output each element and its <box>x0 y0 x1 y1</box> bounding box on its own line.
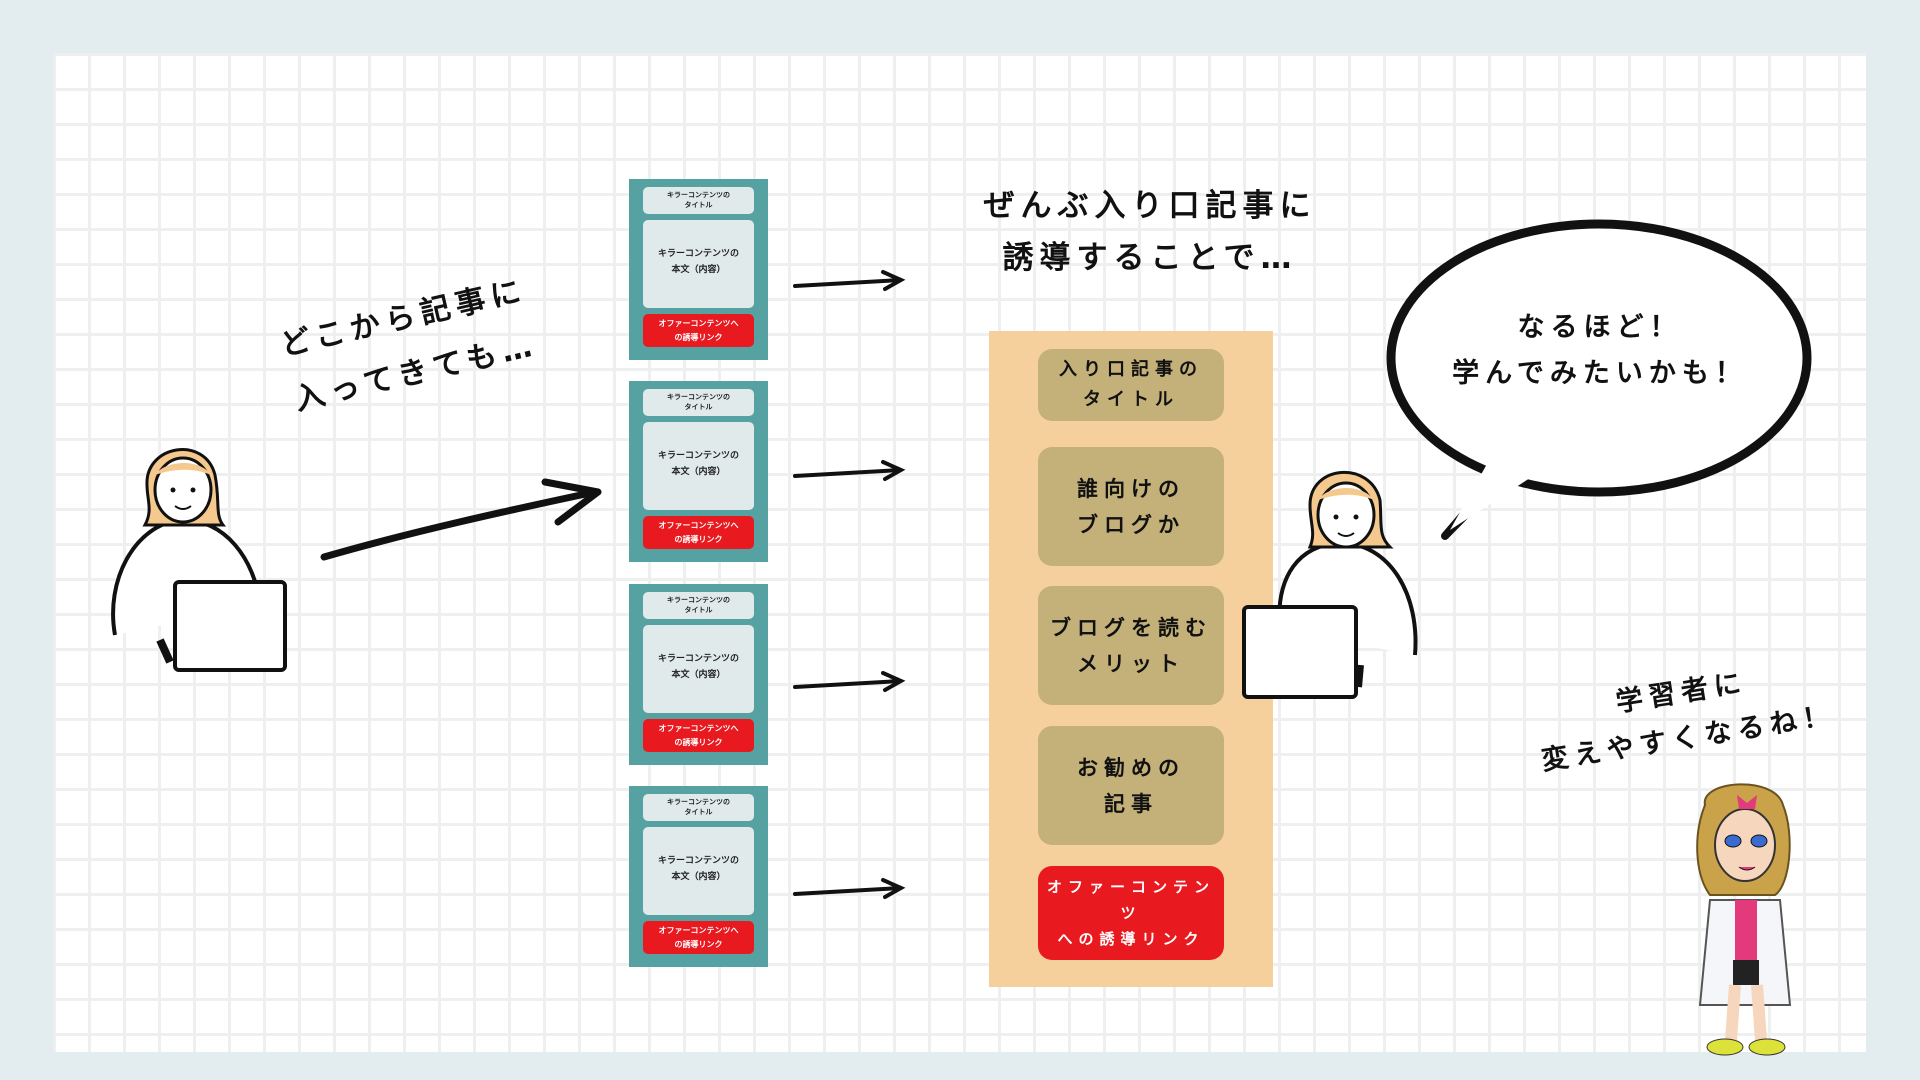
small-arrows <box>793 270 906 899</box>
arrow-icon <box>793 270 906 291</box>
grid-canvas <box>53 53 1866 1052</box>
card-title-line: タイトル <box>684 808 713 816</box>
speech-line2: 学んでみたいかも！ <box>1452 358 1748 389</box>
card-link-line: オファーコンテンツへ <box>658 319 739 328</box>
card-title: キラーコンテンツのタイトル <box>643 187 754 214</box>
card-offer-link: オファーコンテンツへの誘導リンク <box>643 516 754 549</box>
card-body-line: 本文（内容） <box>671 872 726 882</box>
card-title-line: キラーコンテンツの <box>667 798 730 806</box>
card-body-line: キラーコンテンツの <box>657 451 739 461</box>
block-line: タイトル <box>1083 389 1179 410</box>
arrow-icon <box>793 460 906 481</box>
block-line: ブログか <box>1077 512 1185 537</box>
card-body: キラーコンテンツの本文（内容） <box>643 827 754 915</box>
speech-bubble-text: なるほど！ 学んでみたいかも！ <box>1420 305 1780 397</box>
card-body-line: 本文（内容） <box>671 467 726 477</box>
person-with-laptop-right-illustration <box>1242 471 1418 699</box>
card-title-line: キラーコンテンツの <box>667 191 730 199</box>
card-link-line: の誘導リンク <box>674 738 723 747</box>
arrow-icon <box>793 671 906 692</box>
block-line: 入り口記事の <box>1059 359 1203 380</box>
card-link-line: オファーコンテンツへ <box>658 521 739 530</box>
block-line: メリット <box>1077 651 1185 676</box>
card-title: キラーコンテンツのタイトル <box>643 794 754 821</box>
entry-title-block: 入り口記事のタイトル <box>1038 349 1224 421</box>
card-title-line: タイトル <box>684 201 713 209</box>
center-caption-line1: ぜんぶ入り口記事に <box>983 188 1317 224</box>
card-title-line: キラーコンテンツの <box>667 596 730 604</box>
card-body-line: 本文（内容） <box>671 670 726 680</box>
killer-content-card: キラーコンテンツのタイトル キラーコンテンツの本文（内容） オファーコンテンツへ… <box>629 786 768 967</box>
recommended-articles-block: お勧めの記事 <box>1038 726 1224 845</box>
card-title: キラーコンテンツのタイトル <box>643 592 754 619</box>
block-line: への誘導リンク <box>1057 930 1205 948</box>
card-link-line: オファーコンテンツへ <box>658 926 739 935</box>
arrow-icon <box>793 878 906 899</box>
entry-article-panel: 入り口記事のタイトル 誰向けのブログか ブログを読むメリット お勧めの記事 オフ… <box>989 331 1273 987</box>
card-title-line: タイトル <box>684 606 713 614</box>
card-body-line: キラーコンテンツの <box>657 249 739 259</box>
card-offer-link: オファーコンテンツへの誘導リンク <box>643 719 754 752</box>
card-link-line: オファーコンテンツへ <box>658 724 739 733</box>
block-line: お勧めの <box>1077 755 1185 780</box>
benefits-block: ブログを読むメリット <box>1038 586 1224 705</box>
center-caption: ぜんぶ入り口記事に 誘導することで… <box>950 180 1350 284</box>
card-body-line: 本文（内容） <box>671 265 726 275</box>
center-caption-line2: 誘導することで… <box>1002 240 1298 276</box>
block-line: オファーコンテンツ <box>1046 878 1215 922</box>
card-offer-link: オファーコンテンツへの誘導リンク <box>643 921 754 954</box>
card-body: キラーコンテンツの本文（内容） <box>643 422 754 510</box>
card-body: キラーコンテンツの本文（内容） <box>643 625 754 713</box>
target-audience-block: 誰向けのブログか <box>1038 447 1224 566</box>
killer-content-card: キラーコンテンツのタイトル キラーコンテンツの本文（内容） オファーコンテンツへ… <box>629 584 768 765</box>
card-body-line: キラーコンテンツの <box>657 856 739 866</box>
block-line: ブログを読む <box>1050 615 1212 640</box>
big-arrow-icon <box>320 478 602 561</box>
card-link-line: の誘導リンク <box>674 940 723 949</box>
block-line: 記事 <box>1104 791 1158 816</box>
speech-line1: なるほど！ <box>1517 312 1683 343</box>
card-link-line: の誘導リンク <box>674 535 723 544</box>
card-title-line: キラーコンテンツの <box>667 393 730 401</box>
speech-bubble <box>1386 219 1812 540</box>
card-link-line: の誘導リンク <box>674 333 723 342</box>
block-line: 誰向けの <box>1077 476 1185 501</box>
card-title: キラーコンテンツのタイトル <box>643 389 754 416</box>
killer-content-card: キラーコンテンツのタイトル キラーコンテンツの本文（内容） オファーコンテンツへ… <box>629 179 768 360</box>
killer-content-card: キラーコンテンツのタイトル キラーコンテンツの本文（内容） オファーコンテンツへ… <box>629 381 768 562</box>
offer-link-block: オファーコンテンツへの誘導リンク <box>1038 866 1224 960</box>
card-title-line: タイトル <box>684 403 713 411</box>
card-body-line: キラーコンテンツの <box>657 654 739 664</box>
person-with-laptop-left-illustration <box>111 448 287 672</box>
gal-character-illustration <box>1696 783 1792 1056</box>
card-body: キラーコンテンツの本文（内容） <box>643 220 754 308</box>
card-offer-link: オファーコンテンツへの誘導リンク <box>643 314 754 347</box>
